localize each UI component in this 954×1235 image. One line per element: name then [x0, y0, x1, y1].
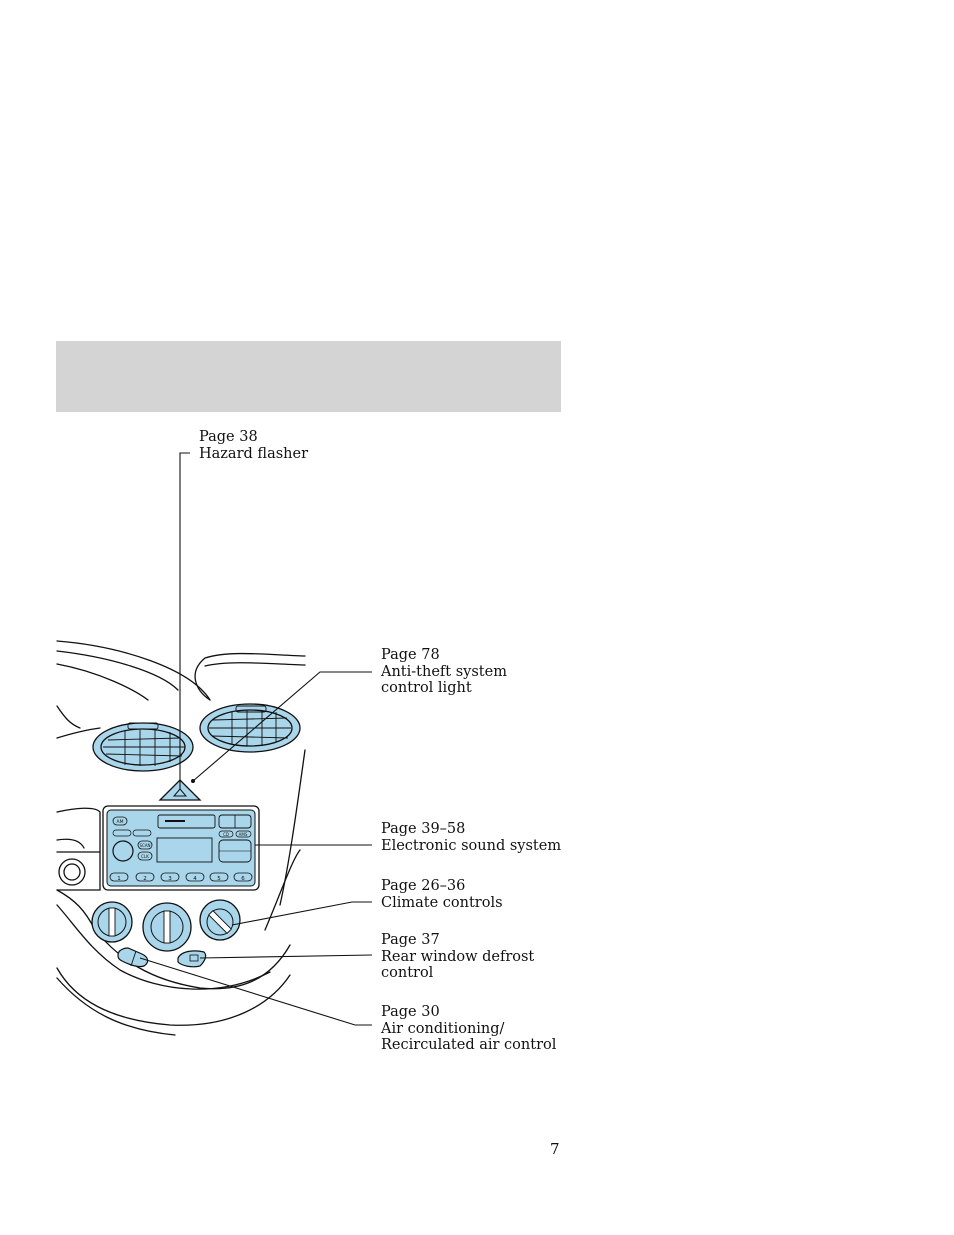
leader-line-hazard — [179, 452, 190, 790]
rear-defrost-icon — [189, 954, 199, 962]
page-number: 7 — [550, 1140, 560, 1158]
preset-label: 5 — [217, 876, 221, 882]
callout-page: Page 78 — [381, 647, 440, 663]
preset-button — [135, 872, 155, 882]
preset-label: 4 — [193, 876, 197, 882]
leader-lines — [139, 452, 373, 1026]
preset-label: 1 — [117, 876, 121, 882]
left-bezel — [56, 838, 85, 849]
callout-label: Anti-theft system — [381, 663, 507, 680]
callout-sound-system: Page 39–58 Electronic sound system — [381, 821, 561, 854]
temperature-knob — [199, 899, 241, 941]
preset-label: 6 — [241, 876, 245, 882]
callout-page: Page 30 — [381, 1004, 440, 1020]
callout-anti-theft: Page 78 Anti-theft system control light — [381, 647, 507, 697]
leader-line-ac — [139, 957, 372, 1026]
radio-button-label: AM — [117, 819, 124, 825]
callout-page: Page 37 — [381, 932, 440, 948]
dash-contour — [204, 662, 306, 667]
dash-contour — [56, 640, 211, 701]
fan-speed-knob — [91, 901, 133, 943]
sound-system-unit: 1 2 3 4 5 6 AM SCAN CLK CD AMS — [102, 805, 260, 891]
callout-page: Page 26–36 — [381, 878, 466, 894]
preset-button — [209, 872, 229, 882]
preset-button — [160, 872, 180, 882]
callout-label: Recirculated air control — [381, 1037, 557, 1053]
callout-page: Page 38 — [199, 429, 258, 445]
radio-button-label: CD — [223, 832, 229, 837]
left-knob-inner — [63, 863, 81, 881]
callout-air-conditioning: Page 30 Air conditioning/ Recirculated a… — [381, 1004, 556, 1054]
callout-label: Hazard flasher — [199, 445, 309, 462]
callout-rear-defrost: Page 37 Rear window defrost control — [381, 932, 534, 982]
console-contour — [56, 889, 291, 990]
ac-recirc-button — [117, 947, 149, 968]
radio-display — [156, 837, 213, 863]
callout-climate-controls: Page 26–36 Climate controls — [381, 878, 503, 911]
dash-contour — [56, 650, 179, 691]
left-knob-outer — [58, 858, 86, 886]
volume-knob — [112, 840, 134, 862]
dash-contour — [56, 727, 101, 739]
callout-label: Air conditioning/ — [381, 1020, 505, 1037]
callout-label: Climate controls — [381, 894, 503, 911]
preset-button — [109, 872, 129, 882]
dash-contour — [56, 705, 81, 729]
section-header-band — [56, 341, 561, 412]
cassette-slot — [157, 814, 216, 829]
hazard-triangle-icon — [172, 788, 188, 797]
console-contour — [56, 904, 271, 990]
callout-hazard-flasher: Page 38 Hazard flasher — [199, 429, 308, 462]
preset-button — [233, 872, 253, 882]
dash-contour — [56, 663, 149, 701]
leader-line-antitheft — [192, 671, 372, 782]
radio-button-label: SCAN — [139, 843, 150, 848]
callout-label: control — [381, 965, 434, 981]
dash-contour — [194, 652, 306, 701]
leader-line-climate — [231, 901, 372, 926]
air-distribution-knob — [142, 902, 192, 952]
dash-contour — [264, 849, 301, 931]
preset-label: 3 — [168, 876, 172, 882]
radio-button-label: CLK — [141, 854, 149, 859]
preset-button — [185, 872, 205, 882]
callout-page: Page 39–58 — [381, 821, 466, 837]
left-bezel — [56, 807, 101, 891]
callout-label: control light — [381, 680, 472, 696]
callout-label: Rear window defrost — [381, 948, 535, 965]
dash-contour — [279, 749, 306, 906]
console-contour — [56, 977, 176, 1036]
rear-defrost-button — [177, 950, 207, 968]
leader-line-defrost — [199, 954, 373, 959]
callout-label: Electronic sound system — [381, 837, 562, 854]
radio-button-label: AMS — [239, 832, 248, 837]
console-contour — [56, 967, 291, 1026]
preset-label: 2 — [143, 876, 147, 882]
